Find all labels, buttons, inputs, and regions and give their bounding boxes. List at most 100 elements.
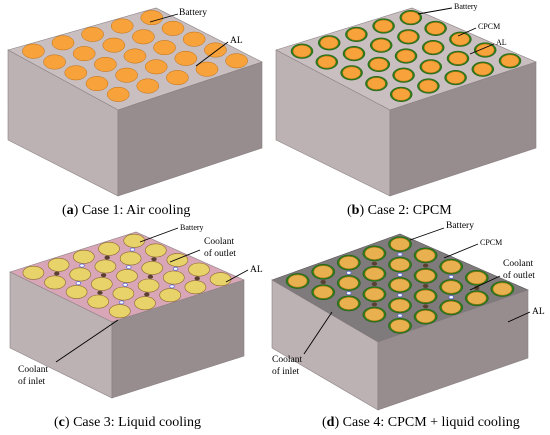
battery-cell [188,262,210,277]
coolant-inlet-channel [75,281,82,286]
battery-cell [423,41,443,54]
battery-cell [448,52,468,65]
battery-cell [47,257,70,272]
battery-cell [98,241,120,256]
battery-cell [116,269,138,283]
battery-cell [134,296,156,311]
battery-cell [390,278,410,292]
battery-cell [106,86,130,102]
battery-cell [421,60,441,74]
battery-cell [166,70,189,86]
battery-cell [342,66,361,80]
battery-cell [91,277,113,291]
battery-cell [136,78,160,94]
battery-cell [195,61,219,77]
battery-cell [347,28,366,41]
panel-d-battery-cells [285,236,515,334]
battery-cell [163,270,185,285]
panel-b-battery-label: Battery [454,2,478,11]
battery-cell [141,261,163,275]
battery-cell [161,20,185,36]
panel-d-right-face [377,289,529,411]
battery-cell [475,43,495,57]
battery-cell [72,46,96,62]
battery-cell [344,47,364,60]
battery-cell [390,237,410,251]
battery-cell [94,259,117,274]
panel-d-caption: (d) Case 4: CPCM + liquid cooling [322,415,520,430]
battery-cell [319,36,339,50]
panel-b-al-label: AL [496,38,507,47]
battery-cell [69,267,91,282]
battery-cell [371,38,391,52]
battery-cell [441,280,461,294]
battery-cell [369,58,389,71]
panel-b-al-leader [469,43,495,55]
panel-c-right-face [111,279,245,399]
panel-d-al-label: AL [532,307,545,317]
panel-b: Battery CPCM AL [275,2,537,197]
panel-c-outlet-label-1: Coolant [204,237,234,247]
battery-cell [500,54,520,68]
battery-cell [209,272,232,287]
panel-d-cpcm-label: CPCM [480,238,502,247]
battery-cell [401,11,421,24]
panel-b-battery-cells [290,10,522,102]
panel-b-right-face [389,61,537,197]
battery-cell [182,31,206,47]
battery-cell [112,286,135,301]
battery-cell [415,248,436,262]
battery-cell [492,282,513,296]
battery-cell [145,243,167,258]
battery-cell [51,35,75,51]
panel-a-right-face [117,61,263,197]
battery-cell [204,42,227,58]
battery-cell [43,54,66,70]
battery-cell [81,26,104,42]
coolant-outlet-channel [194,276,200,281]
battery-cell [339,276,359,290]
battery-cell [87,294,109,309]
battery-cell [467,291,487,305]
panel-c: Battery Coolant of outlet AL Coolant of … [9,223,263,399]
battery-cell [467,271,487,285]
coolant-outlet-channel [104,255,110,260]
coolant-outlet-channel [147,274,154,279]
battery-cell [159,288,181,303]
panel-c-inlet-label-2: of inlet [18,376,46,387]
coolant-inlet-channel [397,252,403,257]
battery-cell [115,67,138,83]
panel-d-al-leader [507,311,531,323]
battery-cell [390,258,410,272]
coolant-inlet-channel [448,274,454,279]
battery-cell [153,40,176,56]
battery-cell [415,289,436,303]
panel-a: Battery AL [7,7,263,197]
battery-cell [287,274,308,288]
battery-cell [22,265,45,280]
coolant-inlet-channel [346,270,352,275]
battery-cell [123,48,147,64]
battery-cell [391,88,411,101]
battery-cell [441,260,461,274]
panel-c-al-label: AL [250,265,263,275]
coolant-inlet-channel [397,272,403,277]
coolant-outlet-channel [144,292,150,297]
coolant-outlet-channel [151,257,157,262]
coolant-inlet-channel [172,266,179,271]
coolant-inlet-channel [129,247,136,252]
panel-d-inlet-label-2: of inlet [272,366,300,377]
coolant-inlet-channel [118,300,125,305]
coolant-inlet-channel [397,313,403,318]
battery-cell [65,285,88,299]
panel-d-cpcm-leader [443,243,479,259]
battery-cell [399,30,418,44]
battery-cell [419,79,438,93]
battery-cell [140,10,164,26]
panel-d-inlet-leader [303,311,333,355]
battery-cell [473,62,493,76]
battery-cell [22,43,45,59]
panel-d: Battery CPCM Coolant of outlet AL Coolan… [271,221,545,411]
battery-cell [292,44,312,58]
